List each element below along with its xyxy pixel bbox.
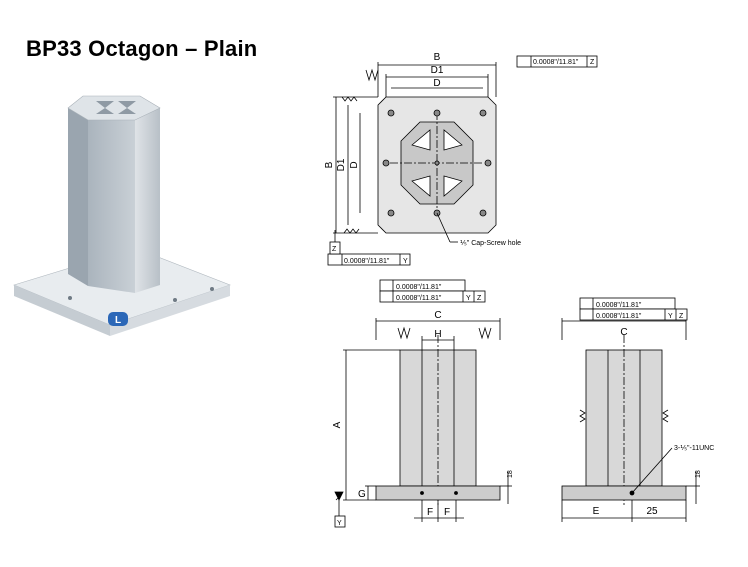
- svg-text:F: F: [444, 507, 450, 518]
- svg-text:G: G: [358, 489, 366, 500]
- svg-text:0.0008"/11.81": 0.0008"/11.81": [396, 284, 442, 291]
- brand-logo: L: [108, 312, 128, 326]
- svg-text:Z: Z: [590, 59, 595, 66]
- svg-text:⅕" Cap-Screw hole: ⅕" Cap-Screw hole: [460, 240, 521, 247]
- top-view: [333, 62, 497, 243]
- svg-text:Z: Z: [679, 313, 684, 320]
- svg-text:Z: Z: [332, 246, 337, 253]
- svg-text:18: 18: [507, 470, 514, 478]
- svg-text:0.0008"/11.81": 0.0008"/11.81": [396, 295, 442, 302]
- svg-text:C: C: [620, 327, 627, 338]
- svg-text:B: B: [324, 161, 335, 168]
- svg-text:0.0008"/11.81": 0.0008"/11.81": [533, 59, 579, 66]
- svg-text:0.0008"/11.81": 0.0008"/11.81": [596, 313, 642, 320]
- svg-text:B: B: [434, 52, 441, 63]
- svg-text:Z: Z: [477, 295, 482, 302]
- side-view: [561, 318, 700, 522]
- svg-text:D: D: [433, 78, 440, 89]
- svg-text:H: H: [434, 329, 441, 340]
- svg-text:F: F: [427, 507, 433, 518]
- svg-text:E: E: [593, 506, 600, 517]
- front-view: [334, 318, 512, 528]
- svg-text:D1: D1: [431, 65, 444, 76]
- svg-text:A: A: [332, 421, 343, 428]
- octagon-column: [67, 95, 161, 293]
- page-title: BP33 Octagon – Plain: [26, 36, 258, 61]
- svg-text:L: L: [115, 315, 121, 326]
- svg-text:C: C: [434, 310, 441, 321]
- svg-text:3-⅕"-11UNC: 3-⅕"-11UNC: [674, 445, 714, 452]
- svg-text:Y: Y: [337, 520, 342, 527]
- svg-text:D: D: [349, 161, 360, 168]
- svg-text:D1: D1: [336, 158, 347, 171]
- svg-text:18: 18: [695, 470, 702, 478]
- svg-text:0.0008"/11.81": 0.0008"/11.81": [596, 302, 642, 309]
- svg-text:Y: Y: [668, 313, 673, 320]
- svg-text:25: 25: [646, 506, 658, 517]
- svg-text:Y: Y: [466, 295, 471, 302]
- svg-text:0.0008"/11.81": 0.0008"/11.81": [344, 258, 390, 265]
- svg-text:Y: Y: [403, 258, 408, 265]
